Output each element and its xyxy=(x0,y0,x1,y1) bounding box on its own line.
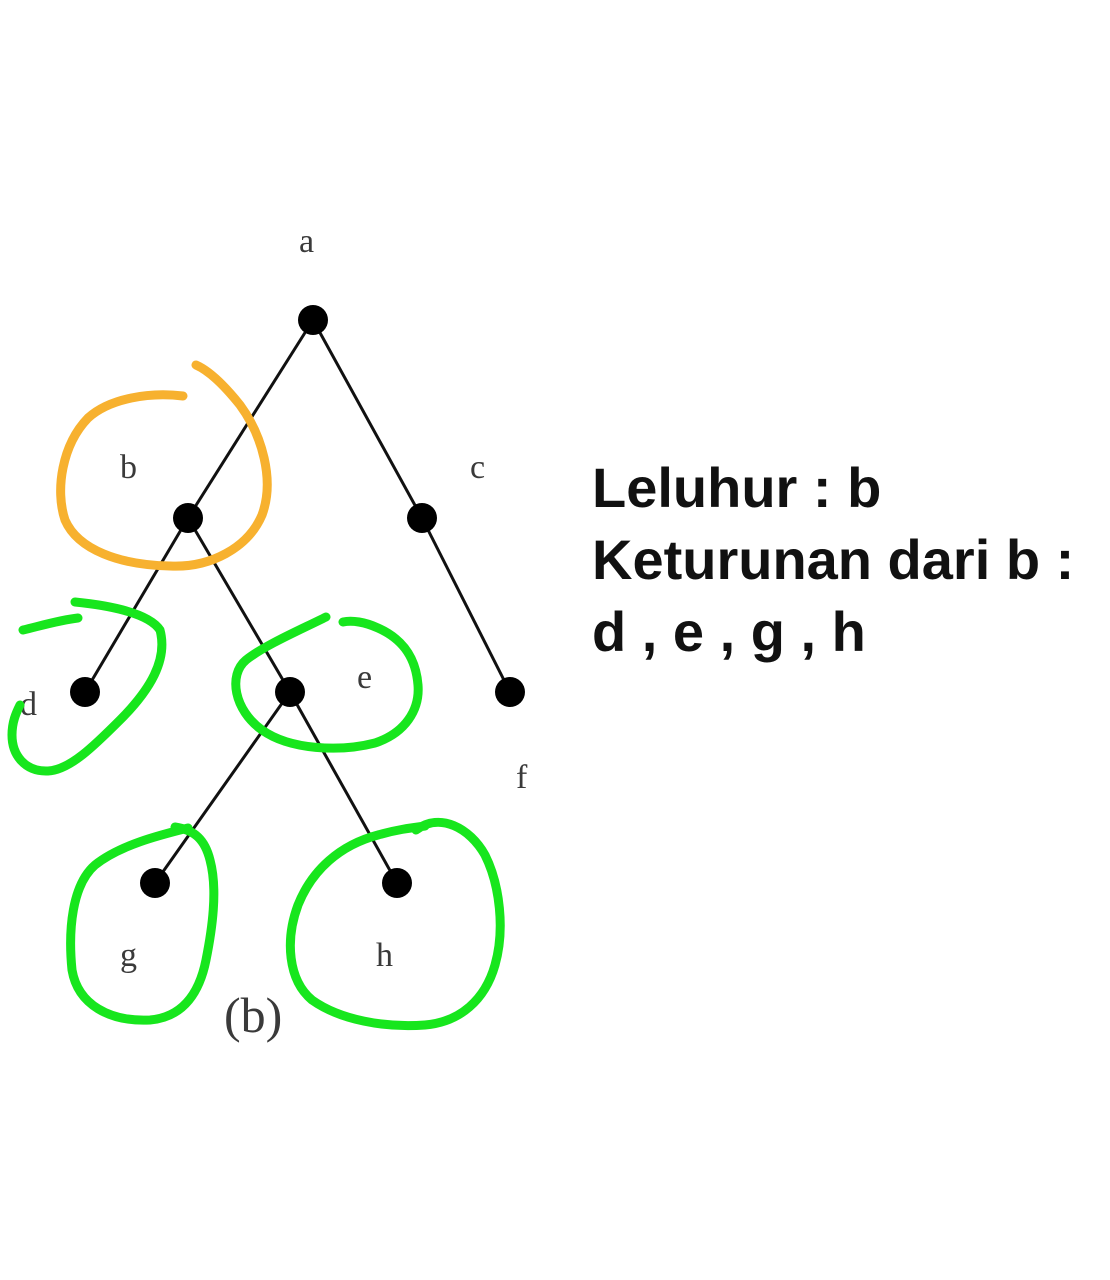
node-b xyxy=(173,503,203,533)
diagram-caption: (b) xyxy=(224,987,282,1043)
node-e xyxy=(275,677,305,707)
label-a: a xyxy=(299,223,314,260)
edge-c-f xyxy=(420,517,512,693)
label-b: b xyxy=(120,449,137,486)
tree-edges xyxy=(83,319,512,884)
label-c: c xyxy=(470,449,485,486)
tree-labels: a b c d e f g h (b) xyxy=(20,223,528,1043)
node-h xyxy=(382,868,412,898)
descendant-circle-d xyxy=(7,597,167,776)
ancestor-circle-b xyxy=(56,360,272,571)
node-c xyxy=(407,503,437,533)
tree-nodes xyxy=(70,305,525,898)
edge-b-e xyxy=(186,517,292,693)
descendant-circle-g xyxy=(66,822,219,1025)
label-d: d xyxy=(20,686,37,723)
descendant-circle-h xyxy=(285,817,505,1031)
edge-e-g xyxy=(153,691,292,884)
label-f: f xyxy=(516,759,528,796)
note-ancestor: Leluhur : b xyxy=(592,456,882,519)
note-descendants-list: d , e , g , h xyxy=(592,600,866,663)
note-descendants-heading: Keturunan dari b : xyxy=(592,528,1075,591)
label-h: h xyxy=(376,937,393,974)
annotation-notes: Leluhur : b Keturunan dari b : d , e , g… xyxy=(592,452,1102,668)
edge-b-d xyxy=(83,517,190,693)
node-f xyxy=(495,677,525,707)
edge-e-h xyxy=(288,691,399,884)
label-e: e xyxy=(357,659,372,696)
node-a xyxy=(298,305,328,335)
node-d xyxy=(70,677,100,707)
label-g: g xyxy=(120,937,137,974)
edge-a-c xyxy=(311,319,424,519)
hand-annotations xyxy=(7,360,505,1031)
node-g xyxy=(140,868,170,898)
descendant-circle-e xyxy=(231,612,423,753)
